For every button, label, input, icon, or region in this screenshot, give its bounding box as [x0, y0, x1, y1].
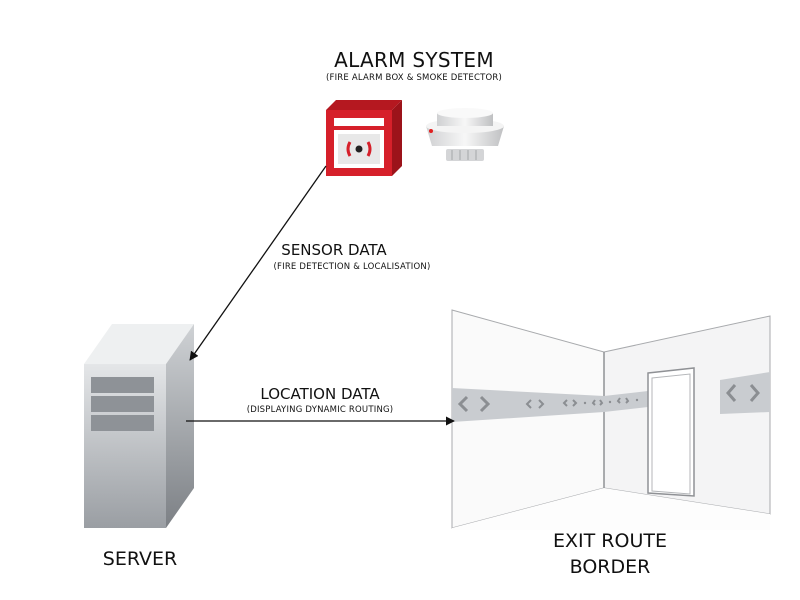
alarm-system-title: ALARM SYSTEM: [334, 48, 494, 72]
exit-route-corridor-icon: [451, 309, 771, 530]
location-data-subtitle: (DISPLAYING DYNAMIC ROUTING): [246, 405, 394, 415]
server-label: SERVER: [102, 548, 178, 570]
smoke-detector-icon: [426, 108, 504, 161]
fire-alarm-box-icon: [326, 100, 402, 176]
sensor-data-arrow: [189, 165, 327, 361]
location-data-title: LOCATION DATA: [260, 385, 380, 403]
server-icon: [84, 324, 194, 528]
sensor-data-title: SENSOR DATA: [281, 241, 387, 259]
sensor-data-subtitle: (FIRE DETECTION & LOCALISATION): [273, 262, 431, 272]
alarm-system-subtitle: (FIRE ALARM BOX & SMOKE DETECTOR): [325, 73, 503, 83]
exit-route-label-line2: BORDER: [569, 556, 651, 578]
exit-route-label-line1: EXIT ROUTE: [553, 530, 667, 552]
exit-route-label: EXIT ROUTE BORDER: [553, 528, 667, 580]
